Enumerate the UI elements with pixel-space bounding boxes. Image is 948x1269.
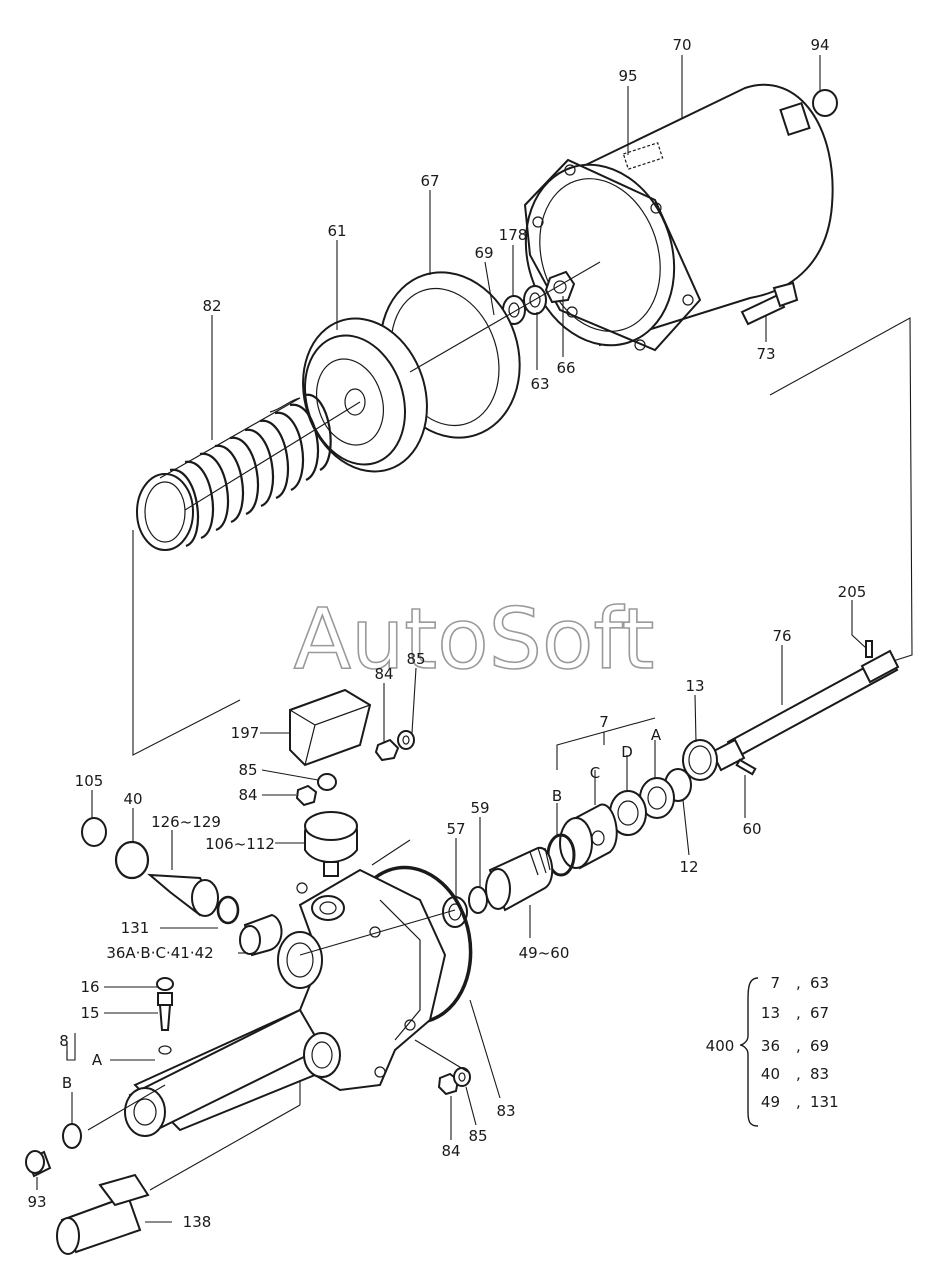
nut-66 <box>544 270 576 304</box>
callout-13: 13 <box>685 677 704 695</box>
callout-61: 61 <box>327 222 346 240</box>
nut-84-upper <box>374 738 400 762</box>
callout-leaders <box>36 55 867 1223</box>
kit-row-2-b: 67 <box>810 1004 829 1022</box>
bolt-73 <box>740 281 799 326</box>
callout-138: 138 <box>183 1213 212 1231</box>
kit-row-1-a: 7 <box>770 974 780 992</box>
kit-row-3-sep: , <box>796 1037 801 1055</box>
callout-57: 57 <box>446 820 465 838</box>
callout-84-lower: 84 <box>441 1142 460 1160</box>
callout-126-129: 126~129 <box>151 813 221 831</box>
spring-82 <box>136 393 332 551</box>
callout-C: C <box>590 764 600 782</box>
pin-205 <box>865 640 873 658</box>
washer-85-lower <box>453 1067 471 1087</box>
kit-row-5-b: 131 <box>810 1093 839 1111</box>
callout-76: 76 <box>772 627 791 645</box>
callout-85-lower: 85 <box>468 1127 487 1145</box>
snap-ring-40 <box>114 840 150 880</box>
callout-105: 105 <box>75 772 104 790</box>
plunger-126-129 <box>147 873 219 917</box>
callout-40: 40 <box>123 790 142 808</box>
kit-row-1-b: 63 <box>810 974 829 992</box>
fitting-138 <box>56 1173 150 1255</box>
pin-60 <box>735 758 757 776</box>
kit-row-5-a: 49 <box>761 1093 780 1111</box>
booster-housing <box>523 83 834 352</box>
callout-82: 82 <box>202 297 221 315</box>
callout-84-mid: 84 <box>238 786 257 804</box>
callout-93: 93 <box>27 1193 46 1211</box>
valve-piston-49-60 <box>485 846 554 912</box>
kit-row-4-a: 40 <box>761 1065 780 1083</box>
cap-16 <box>156 977 174 991</box>
kit-label: 400 <box>706 1037 735 1055</box>
washer-57 <box>442 896 468 928</box>
lower-axis-lines <box>87 909 469 1191</box>
retainer-13 <box>682 739 718 781</box>
kit-row-4-sep: , <box>796 1065 801 1083</box>
callout-7: 7 <box>599 713 609 731</box>
callout-A-lower: A <box>92 1051 103 1069</box>
callout-59: 59 <box>470 799 489 817</box>
callout-B-upper: B <box>552 787 562 805</box>
callout-95: 95 <box>618 67 637 85</box>
callout-36ABC-41-42: 36A·B·C·41·42 <box>106 944 213 962</box>
washer-59 <box>468 886 488 914</box>
callout-66: 66 <box>556 359 575 377</box>
kit-row-4-b: 83 <box>810 1065 829 1083</box>
callout-205: 205 <box>838 583 867 601</box>
callout-178: 178 <box>499 226 528 244</box>
callout-8: 8 <box>59 1032 69 1050</box>
callout-70: 70 <box>672 36 691 54</box>
cap-93 <box>25 1150 52 1178</box>
callout-16: 16 <box>80 978 99 996</box>
callout-D: D <box>621 743 633 761</box>
check-valve-106-112 <box>304 811 358 877</box>
washer-85-mid <box>317 773 337 791</box>
callout-A-upper: A <box>651 726 662 744</box>
kit-row-1-sep: , <box>796 974 801 992</box>
kit-400-table: 400 7 , 63 13 , 67 36 , 69 40 , 83 49 , … <box>706 974 839 1127</box>
cap-94 <box>812 89 838 117</box>
callout-197: 197 <box>231 724 260 742</box>
callout-15: 15 <box>80 1004 99 1022</box>
callout-67: 67 <box>420 172 439 190</box>
washer-85-upper <box>397 730 415 750</box>
kit-row-2-sep: , <box>796 1004 801 1022</box>
plug-105 <box>81 817 107 847</box>
callout-60: 60 <box>742 820 761 838</box>
kit-row-2-a: 13 <box>761 1004 780 1022</box>
callout-106-112: 106~112 <box>205 835 275 853</box>
callout-12: 12 <box>679 858 698 876</box>
plug-B <box>62 1123 82 1149</box>
kit-row-3-b: 69 <box>810 1037 829 1055</box>
callout-69: 69 <box>474 244 493 262</box>
kit-row-3-a: 36 <box>761 1037 780 1055</box>
bleeder-15 <box>157 992 173 1031</box>
callout-85-mid: 85 <box>238 761 257 779</box>
valve-36 <box>239 913 283 957</box>
callout-131: 131 <box>121 919 150 937</box>
callout-85-top: 85 <box>406 650 425 668</box>
callout-labels: 70 94 95 67 61 178 69 82 63 66 73 205 76… <box>27 36 866 1231</box>
callout-83: 83 <box>496 1102 515 1120</box>
callout-84-top: 84 <box>374 665 393 683</box>
kit-row-5-sep: , <box>796 1093 801 1111</box>
watermark: AutoSoft <box>294 590 655 688</box>
callout-B-lower: B <box>62 1074 72 1092</box>
callout-63: 63 <box>530 375 549 393</box>
callout-94: 94 <box>810 36 829 54</box>
push-rod-76 <box>710 649 900 772</box>
nut-84-mid <box>295 784 318 807</box>
piston-C <box>559 803 618 870</box>
callout-49-60: 49~60 <box>519 944 570 962</box>
assembly-axis-lines <box>132 261 913 866</box>
o-ring-131 <box>216 895 240 925</box>
cover-197 <box>289 688 372 767</box>
callout-73: 73 <box>756 345 775 363</box>
